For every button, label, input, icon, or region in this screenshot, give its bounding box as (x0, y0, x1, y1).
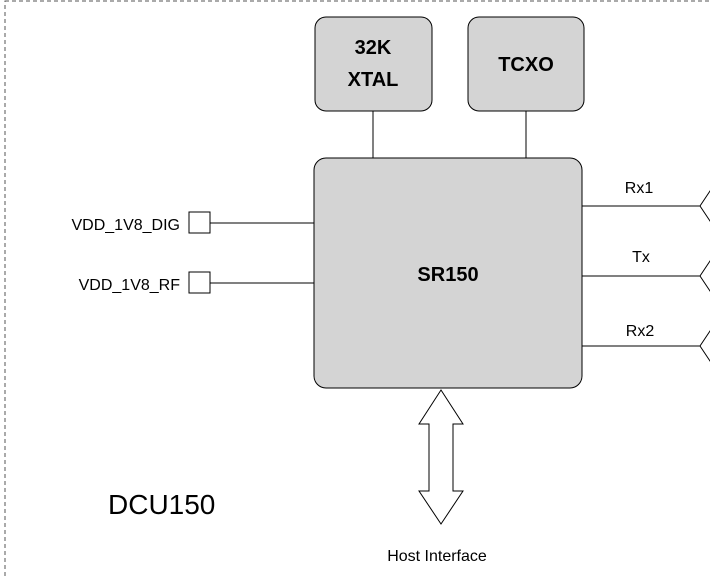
sr150-chip-label: SR150 (417, 264, 478, 286)
tcxo-block (467, 16, 585, 112)
power-pin-label-rf: VDD_1V8_RF (79, 277, 181, 294)
host-interface-label: Host Interface (387, 548, 487, 565)
power-pin-box-rf (188, 271, 211, 294)
module-label: DCU150 (108, 489, 215, 520)
module-boundary (4, 0, 710, 579)
antenna-icon-rx2 (699, 330, 710, 362)
antenna-icon-rx1 (699, 190, 710, 222)
antenna-icon-tx (699, 260, 710, 292)
xtal-block (314, 16, 433, 112)
host-interface-double-arrow (418, 389, 464, 525)
xtal-label-line2: XTAL (348, 69, 399, 91)
tcxo-label: TCXO (498, 54, 554, 76)
power-pin-label-dig: VDD_1V8_DIG (72, 217, 181, 234)
power-pin-box-dig (188, 211, 211, 234)
rf-port-label-rx1: Rx1 (625, 180, 654, 197)
xtal-label-line1: 32K (355, 37, 392, 59)
rf-port-label-tx: Tx (632, 249, 650, 266)
rf-port-label-rx2: Rx2 (626, 323, 655, 340)
sr150-chip-block (313, 157, 583, 389)
